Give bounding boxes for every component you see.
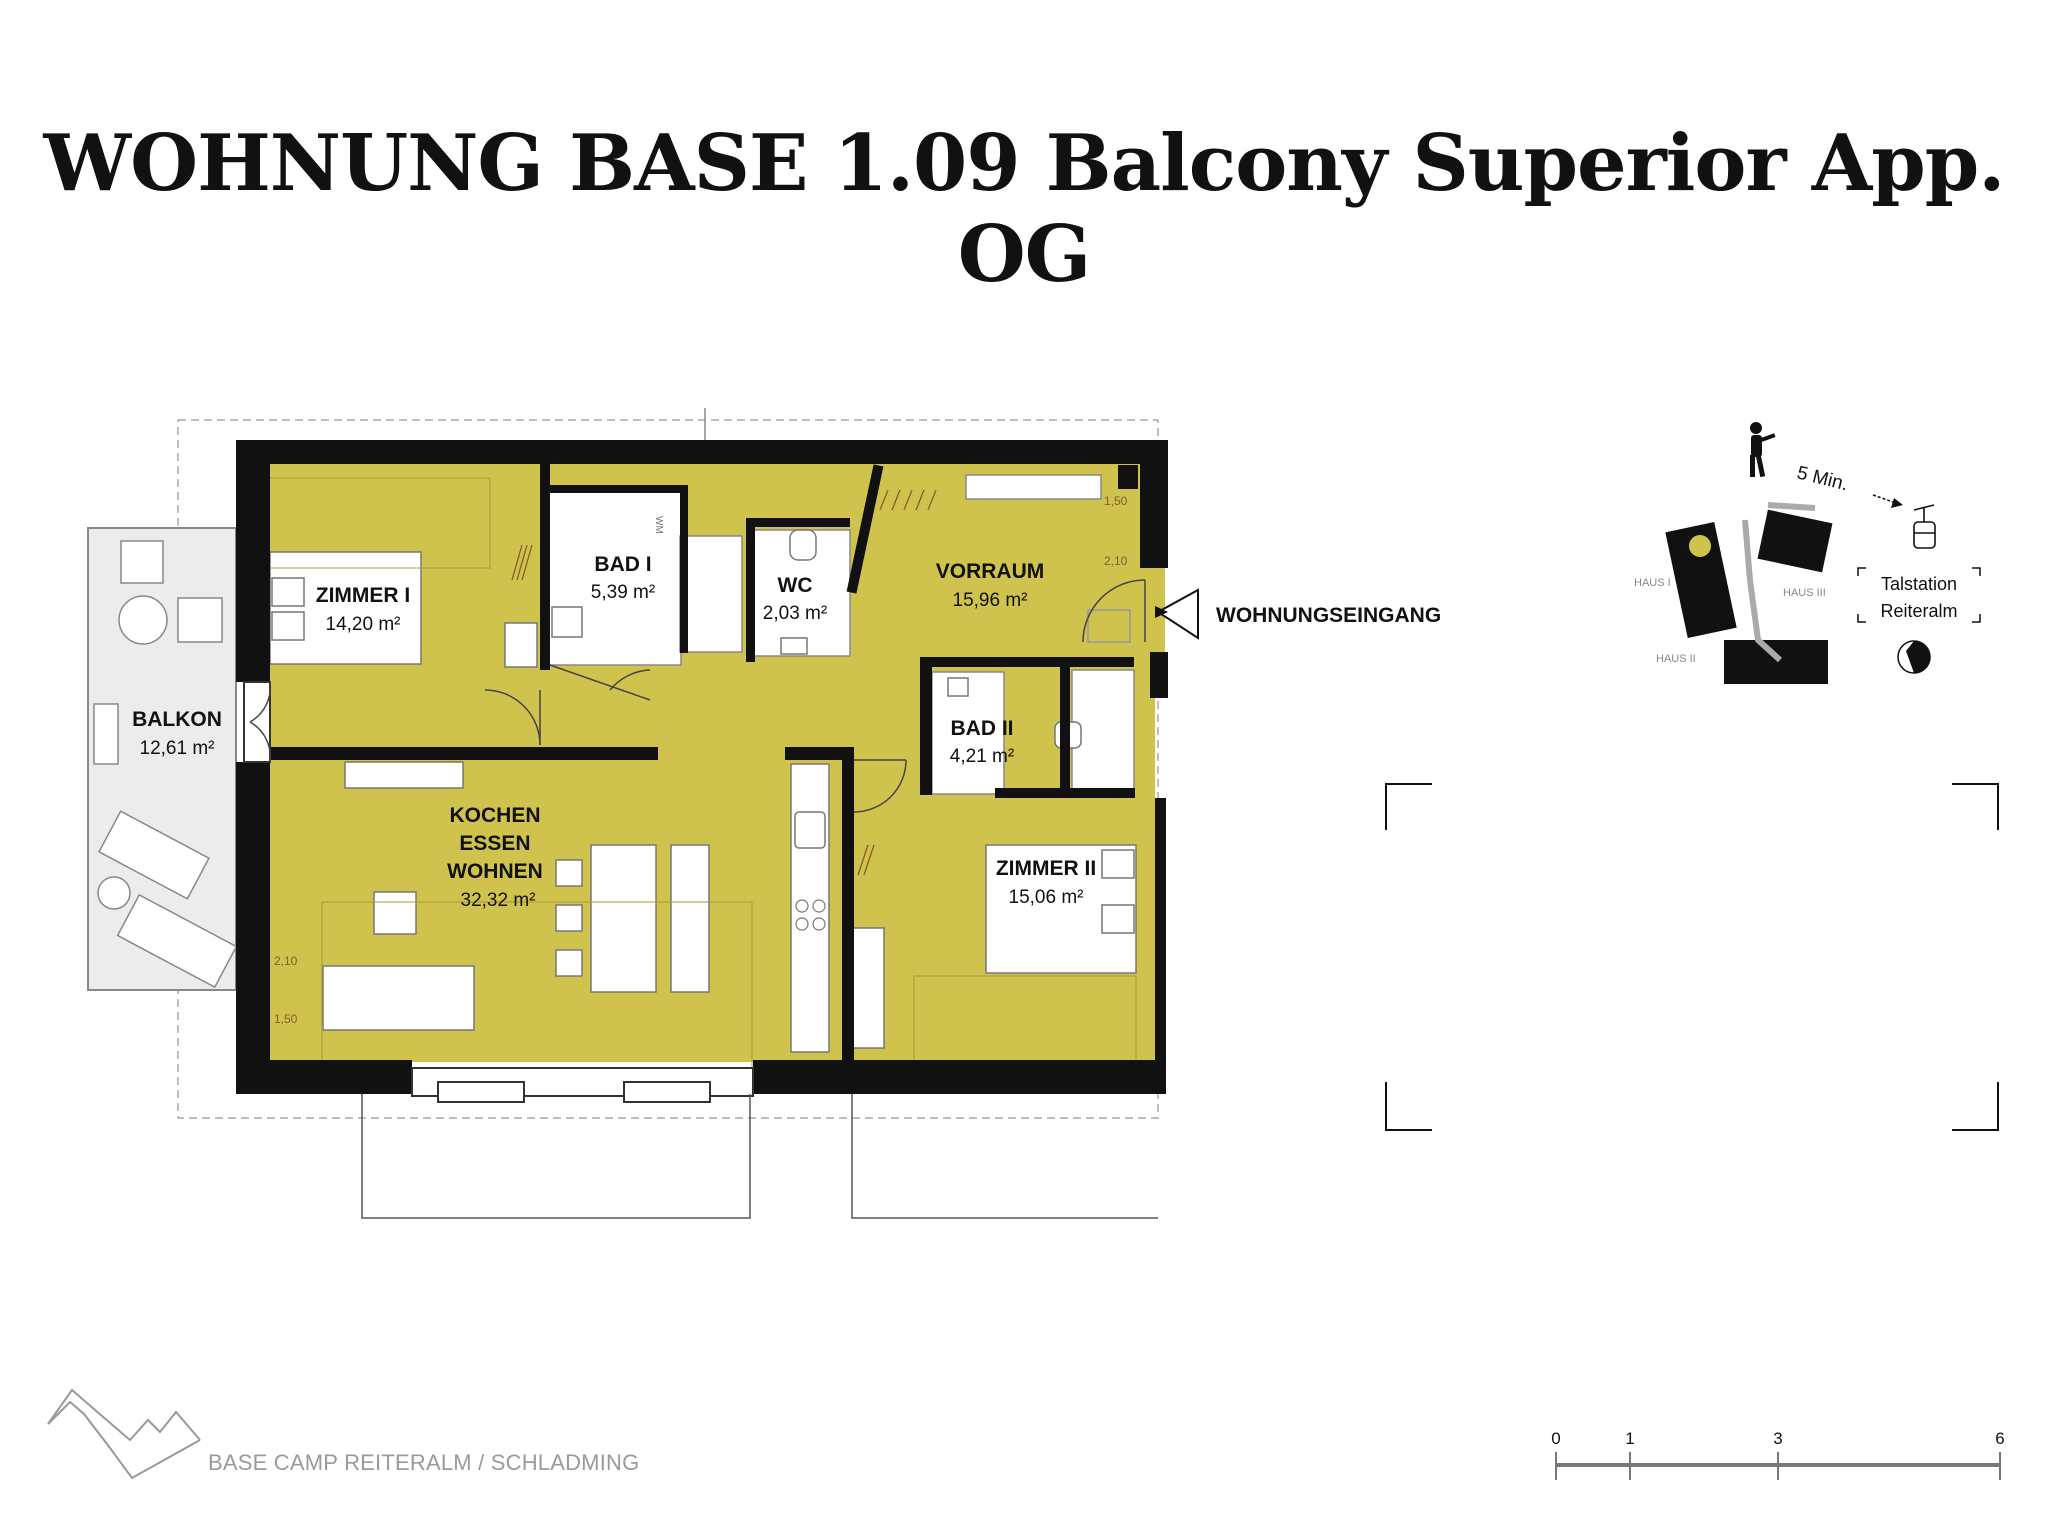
bad2-name: BAD II [951, 717, 1014, 740]
entrance-marker [1156, 588, 1199, 640]
vorraum-name: VORRAUM [936, 560, 1045, 583]
sofa [322, 965, 475, 1031]
dim-vorraum-top: 1,50 [1104, 494, 1128, 508]
walk-time: 5 Min. [1795, 462, 1850, 495]
bad1-area: 5,39 m² [591, 582, 655, 603]
haus3-label: HAUS III [1783, 587, 1826, 599]
haus1-label: HAUS I [1634, 577, 1671, 589]
viewfinder-corners [1385, 783, 1999, 1131]
bad1-name: BAD I [594, 553, 651, 576]
wm-mark: WM [653, 516, 664, 534]
windows [243, 681, 754, 1103]
scale-tick-1: 1 [1625, 1429, 1634, 1448]
scale-bar [1555, 1452, 2001, 1480]
hob [795, 899, 826, 931]
kochen-line-3: WOHNEN [447, 860, 543, 883]
dim-living-bottom: 1,50 [274, 1012, 298, 1026]
compass-icon [1897, 640, 1931, 674]
dining-table [590, 844, 657, 993]
site-highlight [1689, 535, 1711, 557]
walls [236, 440, 1168, 1094]
zimmer1-area: 14,20 m² [326, 614, 401, 635]
wc-area: 2,03 m² [763, 603, 827, 624]
door-swings [249, 579, 1146, 813]
footer-brand: BASE CAMP REITERALM / SCHLADMING [208, 1450, 640, 1475]
scale-tick-3: 3 [1773, 1429, 1782, 1448]
hatch-marks [511, 489, 937, 876]
balkon-area: 12,61 m² [140, 738, 215, 759]
kochen-area: 32,32 m² [461, 890, 536, 911]
site-buildings [1665, 509, 1833, 684]
wc-name: WC [778, 574, 813, 597]
bad2-area: 4,21 m² [950, 746, 1014, 767]
dim-living-top: 2,10 [274, 954, 298, 968]
bed-zimmer-1 [269, 551, 422, 665]
zimmer1-name: ZIMMER I [316, 584, 411, 607]
balcony-furniture [93, 540, 238, 989]
site-plan: 5 Min. Talstation Reiteralm [1634, 422, 1981, 684]
entrance-arrow [1155, 606, 1168, 618]
walk-arrowhead [1891, 498, 1903, 508]
station-line-1: Talstation [1881, 574, 1957, 594]
station-line-2: Reiteralm [1880, 601, 1957, 621]
vorraum-area: 15,96 m² [953, 590, 1028, 611]
furniture [269, 529, 1137, 1053]
site-road [1742, 502, 1816, 663]
scale-tick-6: 6 [1995, 1429, 2004, 1448]
lower-terrace-lines [361, 1094, 1158, 1219]
gondola-icon [1913, 504, 1936, 549]
dim-vorraum-bottom: 2,10 [1104, 554, 1128, 568]
mountain-logo [47, 1388, 201, 1480]
walk-arrow [1872, 494, 1897, 504]
balkon-name: BALKON [132, 708, 222, 731]
entrance-label: WOHNUNGSEINGANG [1216, 604, 1441, 627]
kochen-line-2: ESSEN [459, 832, 530, 855]
kochen-line-1: KOCHEN [449, 804, 540, 827]
zimmer2-name: ZIMMER II [996, 857, 1096, 880]
wet-areas [548, 474, 1135, 795]
scale-tick-0: 0 [1551, 1429, 1560, 1448]
page-title: WOHNUNG BASE 1.09 Balcony Superior App. … [43, 118, 2006, 300]
station-bracket [1857, 567, 1981, 623]
zimmer2-area: 15,06 m² [1009, 887, 1084, 908]
haus2-label: HAUS II [1656, 653, 1696, 665]
walking-person-icon [1750, 422, 1776, 478]
